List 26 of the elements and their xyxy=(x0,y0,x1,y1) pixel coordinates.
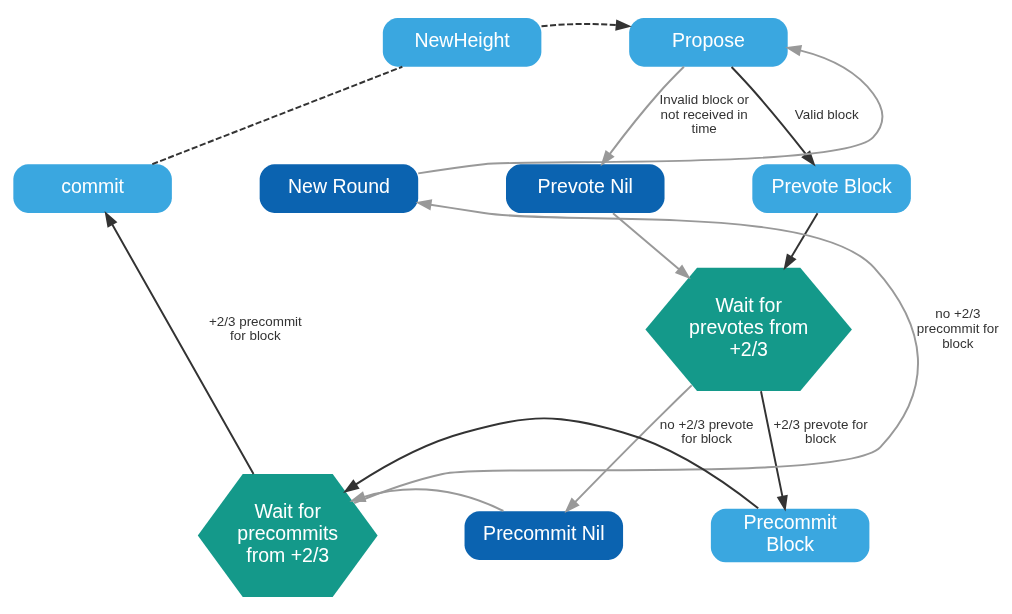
node-box: commit xyxy=(13,163,172,213)
edge-label: +2/3 prevote for block xyxy=(773,416,868,446)
node-box: Precommit Nil xyxy=(464,510,624,560)
node-box: Prevote Nil xyxy=(506,163,665,213)
edge-label: Valid block xyxy=(794,106,859,122)
arrow xyxy=(540,18,632,31)
arrow xyxy=(730,65,816,166)
edge-label: no +2/3 precommit for block xyxy=(916,305,999,350)
arrow xyxy=(612,211,691,279)
arrow xyxy=(417,44,884,174)
arrow xyxy=(600,65,685,166)
node-box: NewHeight xyxy=(382,17,542,67)
arrow xyxy=(104,210,255,475)
edge-label: +2/3 precommit for block xyxy=(209,313,302,343)
arrow xyxy=(564,383,693,513)
arrow xyxy=(783,211,819,270)
arrow xyxy=(343,416,760,509)
node-box: New Round xyxy=(259,163,419,213)
edge-label: Invalid block or not received in time xyxy=(659,91,749,136)
node-box: Prevote Block xyxy=(752,163,911,213)
edge-label: no +2/3 prevote for block xyxy=(659,416,754,446)
node-box: Propose xyxy=(629,17,788,67)
arrow xyxy=(353,198,919,504)
connector xyxy=(151,65,404,165)
node-box: Precommit Block xyxy=(710,508,870,562)
arrow xyxy=(760,389,788,512)
